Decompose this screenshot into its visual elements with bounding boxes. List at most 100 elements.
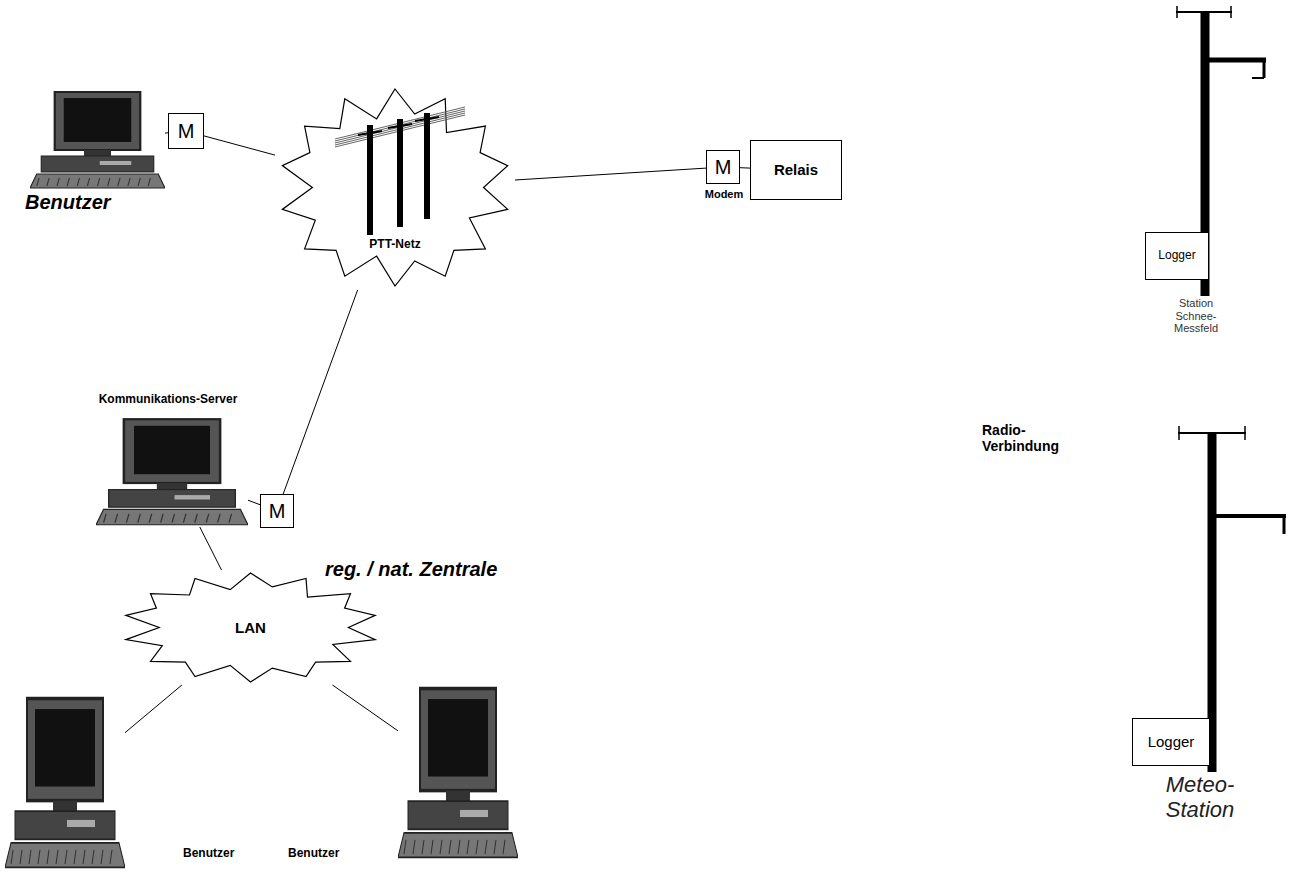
keyboard-keys — [83, 850, 85, 864]
node-caption: Benutzer — [288, 847, 358, 861]
computer-icon — [5, 695, 125, 871]
keyboard-keys — [101, 850, 103, 864]
monitor-frame — [55, 92, 141, 150]
monitor-stand — [53, 801, 77, 812]
monitor-screen — [428, 699, 488, 776]
keyboard-keys — [195, 514, 198, 523]
telephone-pole — [424, 113, 430, 219]
keyboard-keys — [98, 178, 100, 186]
node-caption: Modem — [692, 188, 756, 201]
keyboard-keys — [149, 514, 152, 523]
keyboard-keys — [494, 840, 496, 854]
cloud-outline — [126, 573, 375, 682]
keyboard-keys — [20, 850, 22, 864]
keyboard-keys — [431, 840, 433, 854]
node-text: LAN — [235, 619, 266, 636]
keyboard-keys — [65, 850, 67, 864]
connection-line — [283, 290, 357, 494]
station-label: Meteo-Station — [1145, 772, 1255, 823]
computer-icon — [30, 90, 165, 190]
monitor-screen — [134, 426, 210, 474]
keyboard-keys — [172, 514, 175, 523]
node-text: Logger — [1148, 733, 1195, 750]
user-computer: Benutzer — [25, 85, 175, 220]
relay-box: Relais — [750, 140, 842, 200]
keyboard-keys — [104, 514, 107, 523]
keyboard-keys — [503, 840, 505, 854]
user-computer: Benutzer — [5, 695, 245, 873]
monitor-screen — [64, 98, 132, 142]
link-label: Radio-Verbindung — [982, 422, 1082, 454]
drive-slot — [175, 495, 210, 499]
computer-icon — [398, 685, 518, 861]
keyboard-keys — [183, 514, 186, 523]
computer-drawing — [96, 417, 248, 527]
keyboard-keys — [449, 840, 451, 854]
node-caption: Kommunikations-Server — [78, 393, 258, 407]
box-outline: Relais — [750, 140, 842, 200]
monitor-frame — [420, 689, 496, 791]
node-text: PTT-Netz — [369, 238, 420, 252]
pole-crossbar — [415, 117, 439, 121]
keyboard-keys — [148, 178, 150, 186]
keyboard-keys — [138, 178, 140, 186]
drive-slot — [460, 810, 488, 817]
cloud-drawing — [275, 85, 515, 290]
keyboard-keys — [128, 178, 130, 186]
ptt-network-cloud: PTT-Netz — [275, 85, 515, 290]
keyboard-keys — [422, 840, 424, 854]
keyboard-keys — [138, 514, 141, 523]
node-text: Relais — [774, 161, 818, 178]
monitor-screen — [35, 709, 95, 786]
box-outline: M — [168, 113, 204, 149]
monitor-stand — [84, 150, 111, 156]
computer-drawing — [398, 685, 518, 861]
node-caption: Benutzer — [183, 847, 245, 861]
logger-box: Logger — [1145, 232, 1209, 280]
keyboard-keys — [110, 850, 112, 864]
lan-cloud: LAN — [118, 570, 383, 685]
connection-line — [740, 167, 750, 168]
modem-box: M — [168, 113, 204, 149]
keyboard-keys — [57, 178, 59, 186]
connection-line — [200, 527, 222, 570]
keyboard — [30, 174, 165, 188]
keyboard — [5, 843, 125, 868]
connection-line — [204, 136, 275, 155]
computer-case — [408, 801, 508, 829]
keyboard-keys — [440, 840, 442, 854]
telephone-pole — [397, 119, 403, 227]
box-outline: M — [706, 150, 740, 184]
keyboard-keys — [485, 840, 487, 854]
computer-case — [41, 156, 154, 172]
box-outline: Logger — [1132, 718, 1210, 766]
keyboard-keys — [38, 850, 40, 864]
monitor-stand — [157, 483, 187, 490]
user-computer: Benutzer — [280, 685, 520, 867]
keyboard-keys — [229, 514, 232, 523]
box-outline: M — [260, 494, 294, 528]
keyboard-keys — [47, 850, 49, 864]
pole-crossbar — [358, 131, 382, 135]
node-text: M — [269, 500, 286, 523]
communication-server: Kommunikations-Server — [78, 393, 258, 528]
monitor-frame — [27, 699, 103, 801]
keyboard-keys — [29, 850, 31, 864]
drive-slot — [100, 161, 132, 165]
node-caption: Benutzer — [25, 191, 175, 214]
telephone-pole — [367, 125, 373, 235]
keyboard-keys — [206, 514, 209, 523]
keyboard-keys — [56, 850, 58, 864]
box-outline: Logger — [1145, 232, 1209, 280]
keyboard-keys — [458, 840, 460, 854]
keyboard-keys — [115, 514, 118, 523]
pole-crossbar — [388, 124, 412, 128]
cloud-outline — [282, 89, 507, 286]
station-label: Station Schnee-Messfeld — [1165, 297, 1227, 335]
keyboard-keys — [218, 514, 221, 523]
keyboard-keys — [67, 178, 69, 186]
centre-label: reg. / nat. Zentrale — [325, 558, 585, 581]
modem-box: M Modem — [692, 150, 756, 206]
connection-line — [333, 685, 399, 731]
keyboard-keys — [118, 178, 120, 186]
